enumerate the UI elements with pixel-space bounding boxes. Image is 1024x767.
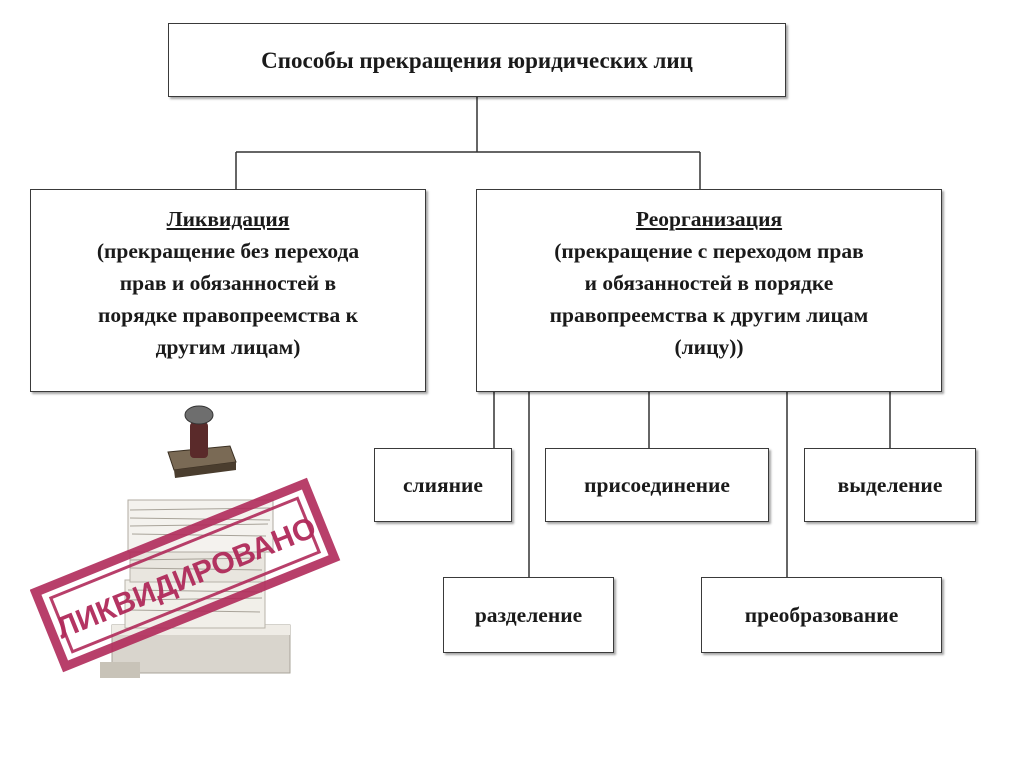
liquidation-heading: Ликвидация (166, 207, 290, 231)
liquidation-illustration: ЛИКВИДИРОВАНО (30, 405, 341, 678)
division-label: разделение (474, 602, 583, 627)
accession-label: присоединение (584, 472, 730, 497)
transformation-label: преобразование (744, 602, 899, 627)
liquidation-line-2: прав и обязанностей в (119, 271, 337, 295)
reorganization-heading: Реорганизация (635, 207, 783, 231)
accession-box: присоединение (545, 448, 769, 522)
rubber-stamp-icon (167, 405, 237, 478)
diagram-title: Способы прекращения юридических лиц (168, 23, 786, 97)
liquidation-line-4: другим лицам) (155, 335, 301, 359)
merger-box: слияние (374, 448, 512, 522)
liquidation-line-1: (прекращение без перехода (96, 239, 360, 263)
separation-box: выделение (804, 448, 976, 522)
separation-label: выделение (837, 472, 943, 497)
division-box: разделение (443, 577, 614, 653)
liquidation-line-3: порядке правопреемства к (98, 303, 358, 327)
reorganization-line-4: (лицу)) (674, 335, 744, 359)
liquidation-box: Ликвидация (прекращение без перехода пра… (30, 189, 426, 392)
merger-label: слияние (403, 472, 483, 497)
reorganization-line-1: (прекращение с переходом прав (554, 239, 864, 263)
reorganization-box: Реорганизация (прекращение с переходом п… (476, 189, 942, 392)
reorganization-line-2: и обязанностей в порядке (584, 271, 834, 295)
reorganization-line-3: правопреемства к другим лицам (549, 303, 869, 327)
transformation-box: преобразование (701, 577, 942, 653)
